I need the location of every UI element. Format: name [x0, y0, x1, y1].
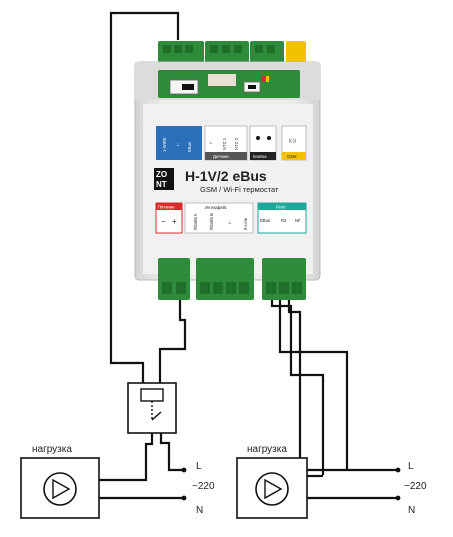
- ground-symbol-sensors: ⊥: [209, 140, 213, 145]
- external-relay: [127, 382, 177, 434]
- pump-triangle-left: [52, 478, 71, 500]
- gsm-title: GSM: [287, 154, 297, 159]
- bottom-terminal-screws: [162, 282, 302, 294]
- wire-power-loop: [109, 11, 180, 383]
- interface-pin-1: RS485 A: [193, 213, 198, 230]
- interface-panel: [184, 202, 254, 234]
- label-ntc1: NTC 1: [222, 137, 227, 150]
- load-left-voltage: ~220: [192, 481, 215, 492]
- load-right-title: нагрузка: [247, 444, 287, 455]
- label-1wire: 1-WIRE: [162, 137, 167, 152]
- relay-title-bar: [258, 203, 306, 210]
- label-ntc2: NTC 2: [234, 137, 239, 150]
- model-title: H-1V/2 eBus: [185, 168, 267, 184]
- led-yellow: [266, 76, 269, 82]
- bottom-terminal-blocks: [158, 258, 306, 300]
- relay-contact: [151, 411, 162, 421]
- wire-right-3: [278, 298, 349, 468]
- logo-row-2: NT: [156, 180, 167, 189]
- antenna-connector: [286, 41, 306, 65]
- load-left: нагрузка L ~220 N: [20, 444, 215, 519]
- ground-symbol-bus: ⊥: [176, 142, 180, 147]
- power-title: Питание: [158, 205, 175, 210]
- interface-pin-4: K-Line: [243, 217, 248, 230]
- terminal-right-N: [395, 495, 401, 501]
- brand-block: ZO NT H-1V/2 eBus GSM / Wi-Fi термостат: [154, 168, 279, 194]
- load-left-L: L: [196, 461, 202, 472]
- interface-pin-2: RS485 B: [209, 213, 214, 230]
- logo-row-1: ZO: [156, 170, 167, 179]
- power-plus: +: [172, 217, 177, 226]
- power-minus: −: [161, 217, 166, 226]
- relay-pin-3: NF: [295, 218, 301, 223]
- button-title: Кнопка: [253, 154, 267, 159]
- sensors-title: Датчики: [213, 154, 229, 159]
- sensors-title-bar: [205, 152, 247, 160]
- relay-coil: [140, 388, 164, 402]
- controller-device: 1-WIRE EBus ⊥ Датчики ⊥ NTC 1 NTC 2 Кноп…: [134, 41, 321, 300]
- wire-right-2: [287, 298, 398, 472]
- terminal-right-L: [395, 467, 401, 473]
- logo: [154, 168, 174, 190]
- pcb-button[interactable]: [248, 85, 256, 89]
- model-subtitle: GSM / Wi-Fi термостат: [200, 185, 279, 194]
- relay-pin-2: R2: [281, 218, 287, 223]
- terminal-left-N: [181, 495, 187, 501]
- wire-right-1: [270, 298, 325, 475]
- button-pin-2: [267, 136, 271, 140]
- button-pin-1: [256, 136, 260, 140]
- load-right-voltage: ~220: [404, 481, 427, 492]
- label-ebus: EBus: [187, 142, 192, 152]
- relay-title: Реле: [276, 205, 286, 210]
- load-left-N: N: [196, 505, 203, 516]
- top-label-panels: 1-WIRE EBus ⊥ Датчики ⊥ NTC 1 NTC 2 Кноп…: [156, 125, 307, 161]
- interface-pin-3: ⊥: [228, 220, 232, 225]
- top-terminal-blocks: [158, 41, 306, 65]
- wire-left-load: [99, 420, 154, 482]
- load-right: нагрузка L ~220 N: [236, 444, 427, 519]
- antenna-icon: ((·)): [289, 138, 297, 143]
- interface-title: Интерфейс: [205, 205, 227, 210]
- bus-panel: [156, 126, 202, 160]
- load-right-N: N: [408, 505, 415, 516]
- relay-pin-1: EBus: [260, 218, 270, 223]
- button-title-bar: [250, 152, 276, 160]
- load-right-L: L: [408, 461, 414, 472]
- gsm-title-bar: [282, 152, 306, 160]
- pcb-chip: [208, 74, 236, 86]
- wire-relay-control: [158, 298, 187, 383]
- pump-triangle-right: [264, 478, 283, 500]
- power-title-bar: [156, 203, 182, 210]
- top-terminal-screws: [163, 45, 275, 53]
- switch-slider[interactable]: [182, 84, 194, 90]
- bottom-label-panels: Питание − + Интерфейс RS485 A RS485 B ⊥ …: [155, 202, 307, 234]
- terminal-left-L: [181, 467, 187, 473]
- load-left-title: нагрузка: [32, 444, 72, 455]
- led-red: [262, 76, 265, 82]
